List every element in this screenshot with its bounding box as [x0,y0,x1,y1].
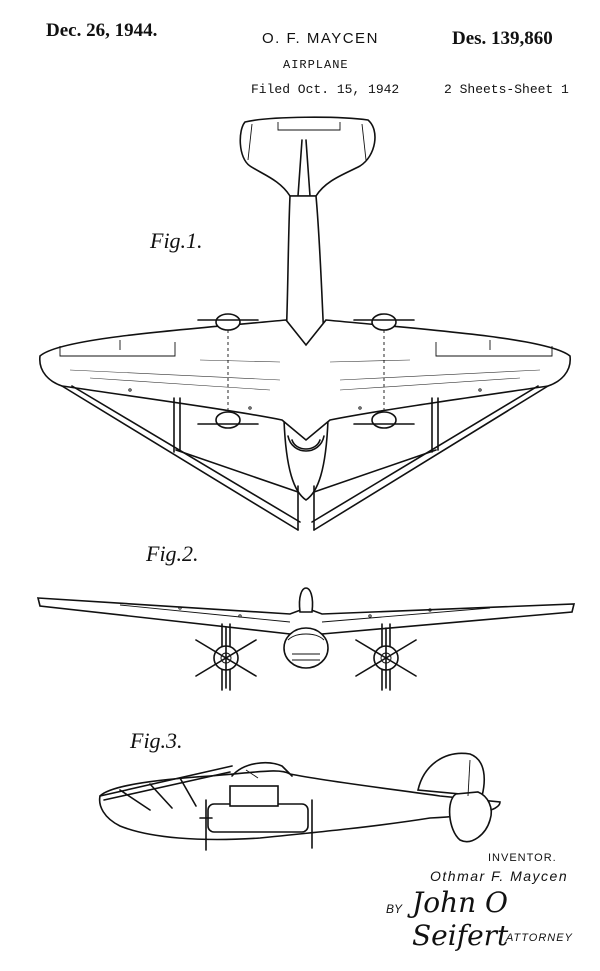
fig1-rivets [128,388,482,410]
patent-title: AIRPLANE [283,58,349,72]
patent-number: Des. 139,860 [452,28,553,49]
fig3-engine-nacelle [207,803,309,833]
fig2-front-view [36,587,576,691]
fig1-truss-frame [61,385,549,531]
fig1-engines [197,313,415,429]
figure-3-label: Fig.3. [130,728,183,753]
by-label: BY [386,902,403,916]
fig2-left-engine [195,623,257,691]
attorney-signature: John O Seifert [412,886,509,952]
patent-date: Dec. 26, 1944. [46,20,158,41]
fig2-right-engine [355,623,417,691]
fig1-top-view [39,116,571,531]
fig3-rudder [448,791,493,843]
fig2-fuselage [283,627,329,669]
fig3-tail-fin [417,752,485,797]
sheet-count: 2 Sheets-Sheet 1 [444,82,569,97]
filed-date: Filed Oct. 15, 1942 [251,82,400,97]
inventor-label: INVENTOR. [488,852,557,864]
inventor-name: Othmar F. Maycen [430,868,569,884]
attorney-label: ATTORNEY [506,932,573,944]
fig1-wing [39,319,571,442]
figure-2-label: Fig.2. [146,541,199,566]
figure-1-label: Fig.1. [150,228,203,253]
fig3-side-view [98,752,501,851]
inventor-header: O. F. MAYCEN [262,30,379,47]
